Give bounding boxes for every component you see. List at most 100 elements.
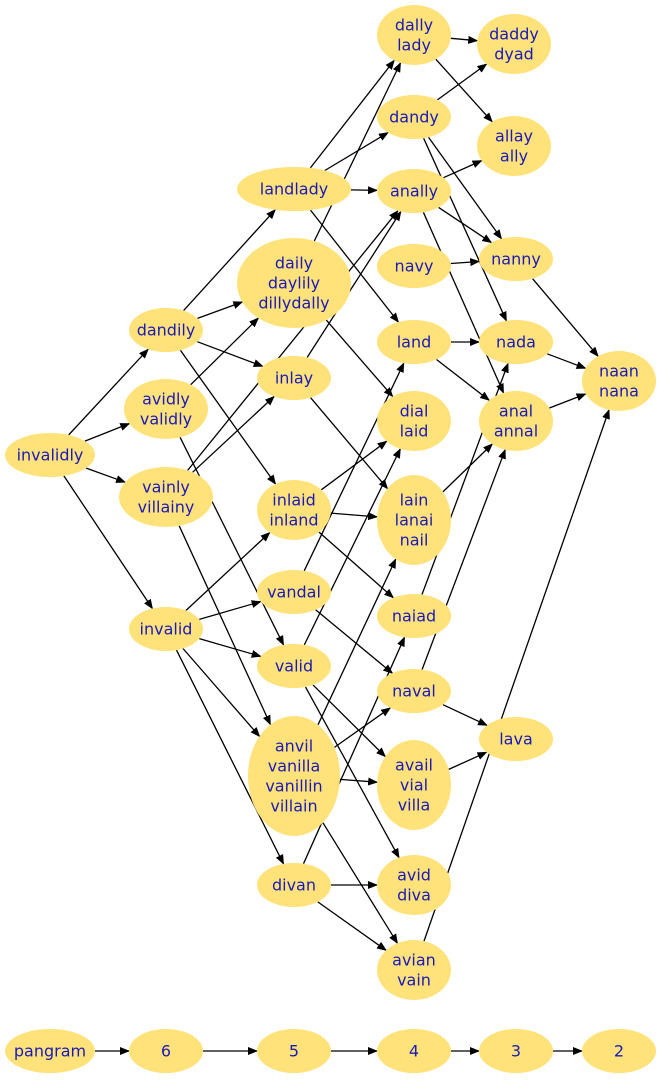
- node-ellipse: [257, 356, 331, 400]
- node-label: dally: [395, 16, 433, 35]
- node-label: inlay: [275, 369, 313, 388]
- edge-inlay-to-anally: [306, 210, 402, 358]
- edge-anvil-to-naval: [334, 707, 392, 748]
- node-label: laid: [400, 422, 429, 441]
- edge-landlady-to-land: [309, 209, 400, 323]
- node-landlady: landlady: [237, 167, 351, 211]
- edge-dally-to-daddy: [450, 35, 479, 44]
- node-ellipse: [479, 237, 553, 281]
- edge-anal-to-naan: [549, 393, 587, 409]
- node-ellipse: [129, 308, 203, 352]
- node-label: land: [397, 333, 432, 352]
- node-n2: 2: [582, 1029, 656, 1073]
- node-label: dyad: [494, 45, 534, 64]
- edge-lain-to-anal: [442, 443, 494, 493]
- node-label: villa: [398, 796, 431, 815]
- node-ellipse: [248, 716, 340, 836]
- node-ellipse: [477, 14, 551, 74]
- edge-nanny-to-naan: [532, 278, 599, 357]
- node-label: nada: [496, 333, 536, 352]
- node-label: vanilla: [268, 757, 321, 776]
- node-label: annal: [494, 422, 538, 441]
- node-ellipse: [479, 320, 553, 364]
- node-label: naval: [392, 682, 436, 701]
- node-label: vanillin: [265, 777, 322, 796]
- node-ellipse: [477, 116, 551, 176]
- edge-vandal-to-land: [303, 362, 405, 572]
- edge-anvil-to-avail: [339, 777, 379, 786]
- edge-navy-to-nanny: [450, 258, 481, 267]
- node-label: lain: [400, 491, 429, 510]
- node-invalid: invalid: [129, 607, 203, 651]
- node-label: vain: [397, 971, 431, 990]
- node-ellipse: [582, 1029, 656, 1073]
- node-dandy: dandy: [377, 95, 451, 139]
- node-label: 6: [161, 1042, 171, 1061]
- edge-dally-to-allay: [435, 58, 493, 123]
- node-label: daddy: [489, 25, 539, 44]
- edge-daily-to-dial: [325, 319, 394, 398]
- edge-nada-to-naan: [546, 353, 587, 369]
- node-ellipse: [479, 717, 553, 761]
- edge-invalidly-to-vainly: [85, 467, 127, 483]
- edge-invalidly-to-dandily: [68, 348, 149, 436]
- node-label: inland: [269, 511, 318, 530]
- node-label: anal: [499, 402, 533, 421]
- node-ellipse: [129, 1029, 203, 1073]
- node-label: 3: [511, 1042, 521, 1061]
- node-ellipse: [377, 594, 451, 638]
- edge-invalidly-to-avidly: [84, 422, 131, 442]
- node-label: naan: [599, 362, 639, 381]
- node-label: avian: [392, 951, 436, 970]
- node-label: landlady: [260, 180, 328, 199]
- node-ellipse: [124, 379, 208, 439]
- edge-divan-to-avian: [317, 901, 387, 951]
- edge-invalid-to-divan: [175, 649, 285, 865]
- edge-invalidly-to-invalid: [63, 475, 153, 610]
- edge-dandily-to-inlaid: [179, 349, 277, 485]
- edge-invalid-to-inlaid: [185, 531, 271, 611]
- node-ellipse: [257, 863, 331, 907]
- node-label: daily: [275, 254, 313, 273]
- node-ellipse: [5, 433, 95, 477]
- node-label: diva: [397, 886, 431, 905]
- edge-valid-to-avid: [304, 686, 400, 859]
- node-n5: 5: [257, 1029, 331, 1073]
- node-ellipse: [377, 1029, 451, 1073]
- node-label: divan: [272, 876, 316, 895]
- edge-dandy-to-daddy: [437, 63, 488, 101]
- edge-landlady-to-dally: [309, 59, 395, 169]
- node-label: anally: [390, 182, 438, 201]
- node-ellipse: [377, 391, 451, 451]
- node-ellipse: [237, 167, 351, 211]
- node-invalidly: invalidly: [5, 433, 95, 477]
- node-label: anvil: [275, 737, 313, 756]
- edge-anvil-to-avian: [322, 822, 398, 945]
- edge-inlaid-to-naiad: [318, 531, 395, 599]
- node-label: invalidly: [17, 446, 84, 465]
- node-nanny: nanny: [479, 237, 553, 281]
- edge-dandily-to-inlay: [197, 341, 264, 367]
- edge-invalid-to-anvil: [182, 648, 261, 738]
- edge-anally-to-nanny: [438, 206, 493, 244]
- edge-inlay-to-lain: [310, 397, 389, 490]
- edge-dandily-to-daily: [197, 301, 244, 320]
- edge-avidly-to-daily: [190, 317, 260, 386]
- node-label: ally: [500, 147, 528, 166]
- edge-landlady-to-anally: [350, 186, 378, 195]
- edges-layer: [63, 35, 610, 1055]
- node-naiad: naiad: [377, 594, 451, 638]
- node-label: navy: [395, 257, 434, 276]
- node-n6: 6: [129, 1029, 203, 1073]
- node-label: nanny: [491, 250, 541, 269]
